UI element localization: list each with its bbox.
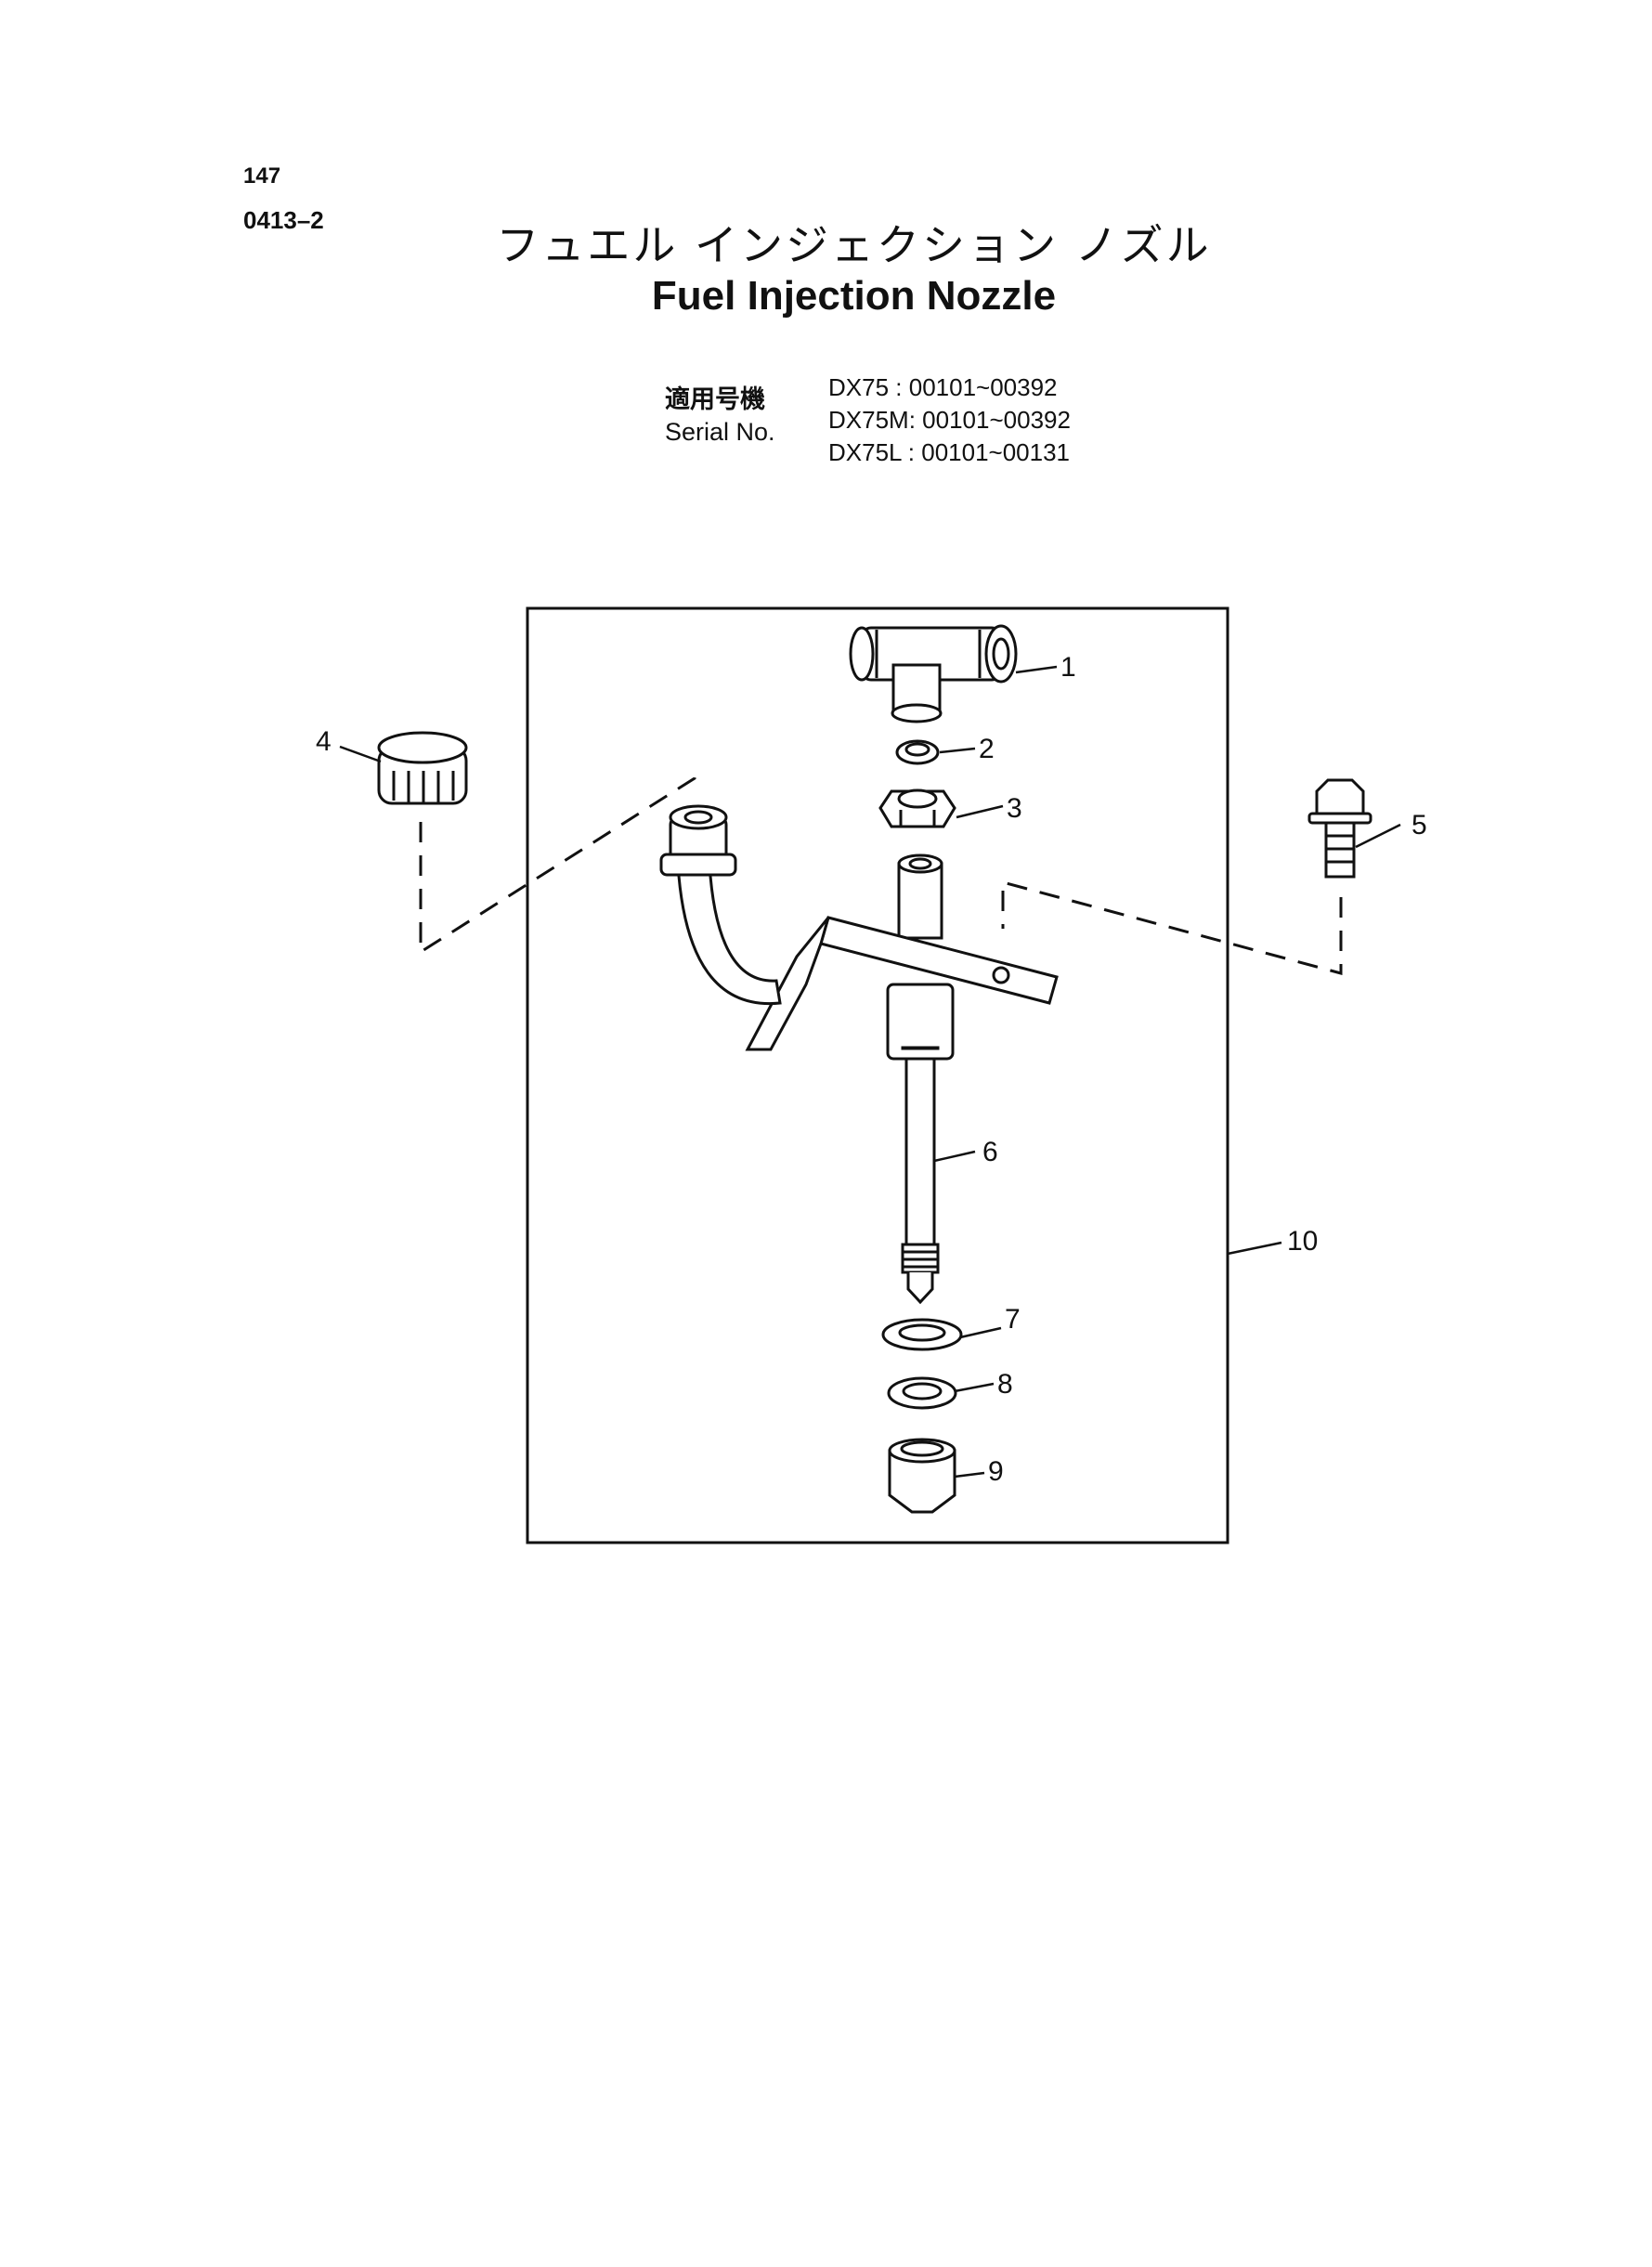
flange-bolt-part bbox=[1307, 778, 1372, 879]
serial-row: DX75M: 00101~00392 bbox=[828, 404, 1071, 436]
serial-label-en: Serial No. bbox=[665, 418, 775, 446]
serial-range: 00101~00131 bbox=[921, 438, 1071, 466]
callout-5: 5 bbox=[1411, 810, 1427, 840]
seal-ring-part bbox=[887, 1376, 957, 1410]
callout-4: 4 bbox=[316, 726, 332, 757]
assembly-path-bolt bbox=[1001, 880, 1343, 975]
callout-2: 2 bbox=[979, 734, 995, 764]
knurled-cap-part bbox=[377, 731, 468, 805]
callout-6: 6 bbox=[982, 1137, 998, 1167]
page-number: 147 bbox=[243, 163, 281, 189]
callout-3: 3 bbox=[1007, 793, 1022, 824]
callout-10: 10 bbox=[1287, 1226, 1318, 1257]
serial-sep: : bbox=[908, 406, 916, 434]
serial-model: DX75 bbox=[828, 373, 890, 401]
serial-model: DX75M bbox=[828, 406, 909, 434]
serial-model: DX75L bbox=[828, 438, 902, 466]
nozzle-body-part bbox=[886, 853, 955, 1305]
hex-nut-part bbox=[878, 788, 956, 828]
title-japanese: フュエル インジェクション ノズル bbox=[496, 220, 1212, 270]
callout-8: 8 bbox=[997, 1369, 1013, 1400]
serial-sep: : bbox=[901, 438, 915, 466]
serial-range: 00101~00392 bbox=[908, 373, 1058, 401]
clamp-plate bbox=[745, 916, 1059, 1051]
serial-label: 適用号機 Serial No. bbox=[665, 384, 775, 448]
serial-sep: : bbox=[889, 373, 903, 401]
title-english: Fuel Injection Nozzle bbox=[651, 273, 1057, 319]
callout-9: 9 bbox=[988, 1456, 1004, 1487]
leak-off-pipe bbox=[659, 804, 782, 1006]
callout-1: 1 bbox=[1060, 652, 1076, 683]
serial-row: DX75L : 00101~00131 bbox=[828, 436, 1071, 469]
assembly-frame bbox=[526, 606, 1229, 1544]
banjo-fitting-part bbox=[849, 624, 1018, 723]
washer-part bbox=[881, 1318, 963, 1351]
serial-list: DX75 : 00101~00392 DX75M: 00101~00392 DX… bbox=[828, 371, 1071, 469]
leader-lines bbox=[339, 665, 1401, 1479]
serial-range: 00101~00392 bbox=[922, 406, 1071, 434]
protector-cap-part bbox=[888, 1438, 956, 1514]
serial-label-jp: 適用号機 bbox=[665, 385, 765, 414]
callout-7: 7 bbox=[1005, 1304, 1021, 1335]
serial-row: DX75 : 00101~00392 bbox=[828, 371, 1071, 404]
figure-code: 0413–2 bbox=[243, 206, 324, 234]
gasket-ring-part bbox=[895, 739, 940, 765]
